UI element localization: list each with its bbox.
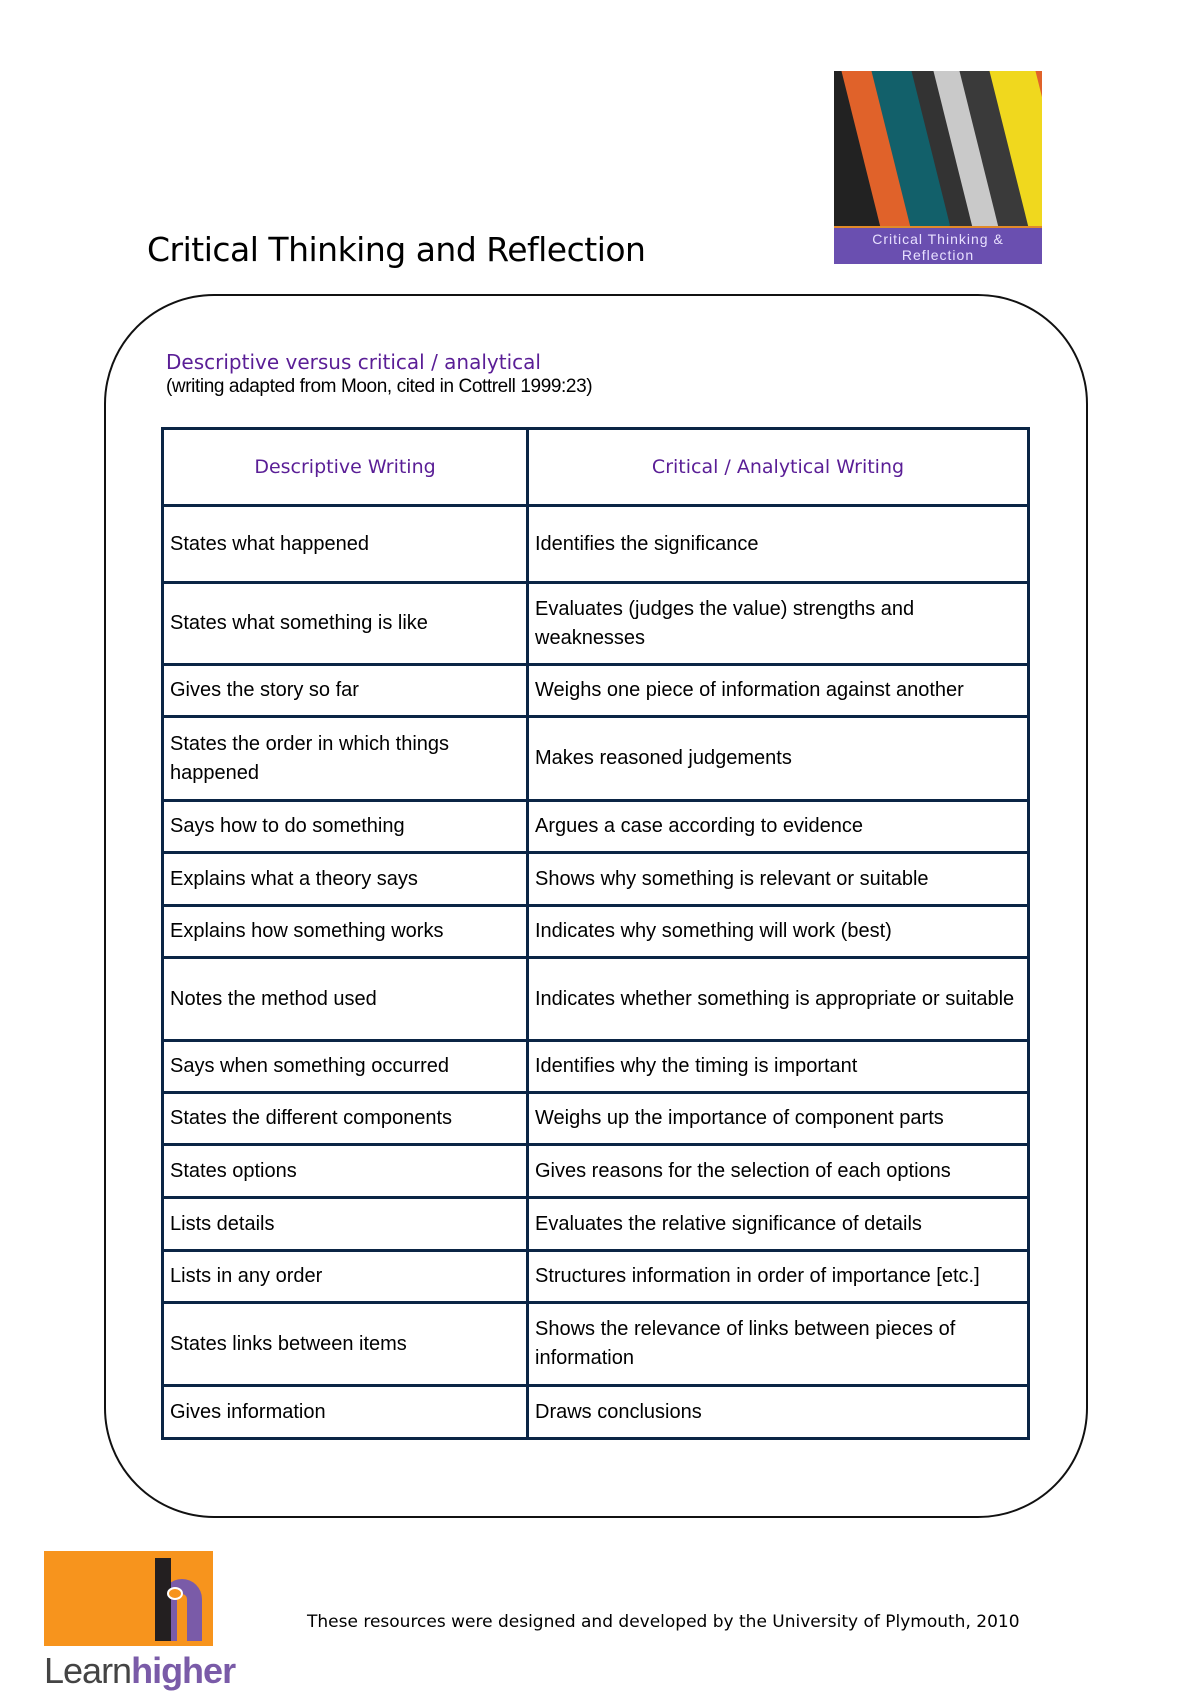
cover-caption: Critical Thinking & Reflection [834,226,1042,264]
section-source: (writing adapted from Moon, cited in Cot… [166,376,593,397]
critical-cell: Identifies why the timing is important [526,1039,1030,1094]
logo-wordmark: Learnhigher [44,1650,236,1692]
descriptive-cell: States the order in which things happene… [161,715,529,802]
critical-cell: Weighs up the importance of component pa… [526,1091,1030,1146]
descriptive-cell: States options [161,1143,529,1199]
critical-cell: Indicates whether something is appropria… [526,956,1030,1042]
content-frame [104,294,1088,1518]
critical-cell: Evaluates (judges the value) strengths a… [526,581,1030,666]
critical-cell: Weighs one piece of information against … [526,663,1030,718]
descriptive-cell: Says when something occurred [161,1039,529,1094]
descriptive-cell: Says how to do something [161,799,529,854]
descriptive-cell: Explains how something works [161,904,529,959]
descriptive-cell: Explains what a theory says [161,851,529,907]
critical-cell: Makes reasoned judgements [526,715,1030,802]
page-title: Critical Thinking and Reflection [147,230,646,269]
critical-cell: Evaluates the relative significance of d… [526,1196,1030,1252]
critical-cell: Gives reasons for the selection of each … [526,1143,1030,1199]
critical-cell: Structures information in order of impor… [526,1249,1030,1304]
descriptive-cell: Lists in any order [161,1249,529,1304]
section-heading: Descriptive versus critical / analytical [166,350,541,374]
critical-cell: Indicates why something will work (best) [526,904,1030,959]
column-header: Critical / Analytical Writing [526,427,1030,507]
comparison-table: Descriptive Writing Critical / Analytica… [161,427,1030,1440]
critical-cell: Argues a case according to evidence [526,799,1030,854]
descriptive-cell: Gives the story so far [161,663,529,718]
descriptive-cell: States links between items [161,1301,529,1387]
logo-text-learn: Learn [44,1650,132,1691]
descriptive-cell: States what happened [161,504,529,584]
critical-cell: Identifies the significance [526,504,1030,584]
descriptive-cell: States the different components [161,1091,529,1146]
footer-credit: These resources were designed and develo… [307,1612,1020,1632]
critical-cell: Shows why something is relevant or suita… [526,851,1030,907]
descriptive-cell: Lists details [161,1196,529,1252]
critical-cell: Shows the relevance of links between pie… [526,1301,1030,1387]
critical-cell: Draws conclusions [526,1384,1030,1440]
column-header: Descriptive Writing [161,427,529,507]
descriptive-cell: Notes the method used [161,956,529,1042]
descriptive-cell: States what something is like [161,581,529,666]
book-cover-image: Critical Thinking & Reflection [834,71,1042,264]
table-row: States the order in which things happene… [161,715,1030,802]
logo-text-higher: higher [131,1650,236,1691]
learnhigher-logo [44,1551,213,1646]
descriptive-cell: Gives information [161,1384,529,1440]
